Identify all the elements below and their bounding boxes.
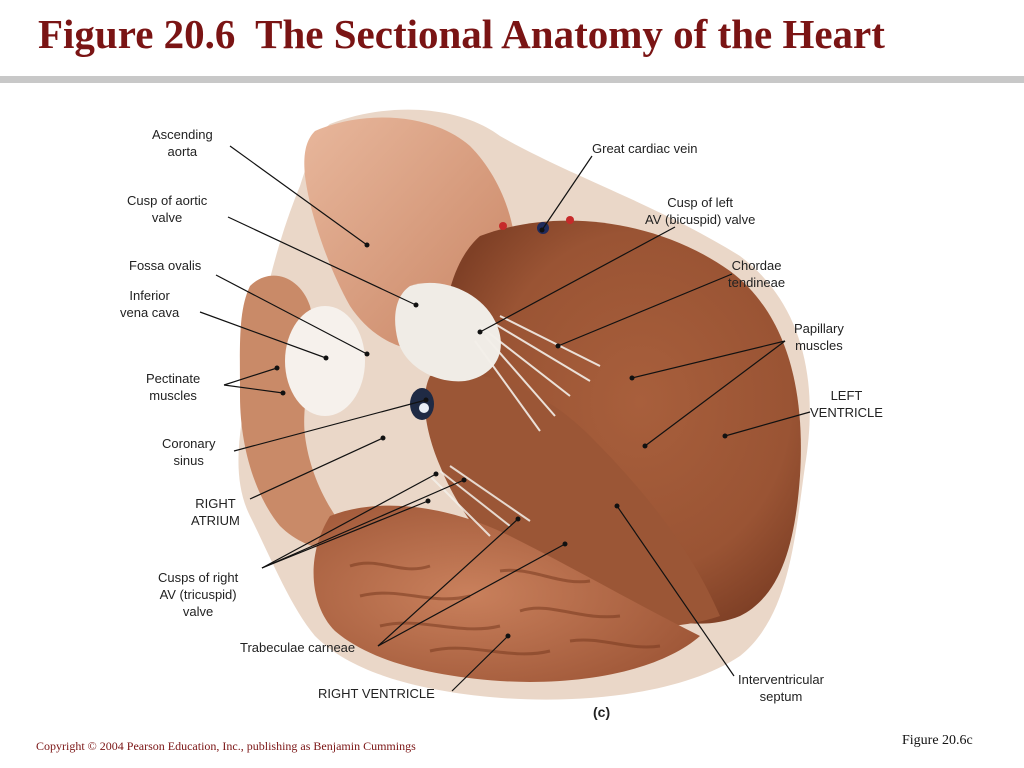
right-ventricle-muscle bbox=[313, 505, 700, 682]
label-cusp-left-av-valve: Cusp of left AV (bicuspid) valve bbox=[645, 195, 756, 227]
copyright-notice: Copyright © 2004 Pearson Education, Inc.… bbox=[36, 739, 416, 753]
heart-section-figure: Ascending aorta Cusp of aortic valve Fos… bbox=[100, 96, 920, 726]
label-papillary-muscles: Papillary muscles bbox=[794, 321, 844, 353]
label-interventricular-septum: Interventricular septum bbox=[738, 672, 824, 704]
title-divider bbox=[0, 76, 1024, 83]
label-trabeculae-carneae: Trabeculae carneae bbox=[240, 640, 356, 655]
label-pectinate-muscles: Pectinate muscles bbox=[146, 371, 201, 403]
slide-title: Figure 20.6 The Sectional Anatomy of the… bbox=[38, 11, 885, 57]
label-fossa-ovalis: Fossa ovalis bbox=[129, 258, 202, 273]
left-ventricle-muscle bbox=[443, 220, 801, 624]
leader-endpoints bbox=[274, 227, 728, 639]
label-right-atrium: RIGHT ATRIUM bbox=[191, 496, 240, 528]
label-right-ventricle: RIGHT VENTRICLE bbox=[318, 686, 435, 701]
label-left-ventricle: LEFT VENTRICLE bbox=[810, 388, 883, 420]
valve-fibrous-tissue bbox=[395, 282, 501, 382]
septum-band bbox=[424, 373, 720, 627]
label-ascending-aorta: Ascending aorta bbox=[152, 127, 213, 159]
trabeculae-texture bbox=[349, 561, 661, 656]
label-great-cardiac-vein: Great cardiac vein bbox=[592, 141, 698, 156]
tricuspid-strands bbox=[429, 465, 531, 537]
panel-letter: (c) bbox=[593, 704, 611, 720]
label-cusp-aortic-valve: Cusp of aortic valve bbox=[127, 193, 208, 225]
ivc-opening bbox=[285, 306, 365, 416]
right-atrium-wall bbox=[239, 275, 360, 550]
label-coronary-sinus: Coronary sinus bbox=[162, 436, 216, 468]
label-cusps-right-av-valve: Cusps of right AV (tricuspid) valve bbox=[158, 570, 239, 619]
label-chordae-tendineae: Chordae tendineae bbox=[728, 258, 786, 290]
chordae-strands bbox=[474, 315, 601, 432]
label-inferior-vena-cava: Inferior vena cava bbox=[120, 288, 180, 320]
leader-lines bbox=[199, 145, 811, 692]
figure-reference: Figure 20.6c bbox=[902, 733, 973, 748]
heart-specimen-illustration bbox=[199, 109, 811, 700]
